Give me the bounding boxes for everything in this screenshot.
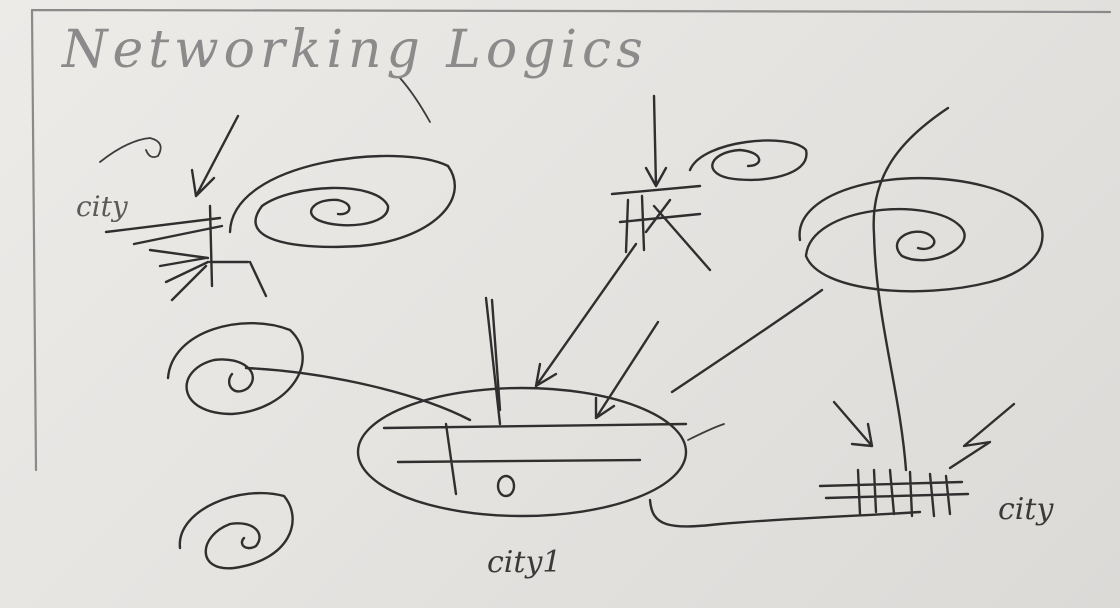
central-antenna-icon xyxy=(486,298,500,424)
title-hook-stroke xyxy=(400,78,430,122)
left-city-arrow-icon xyxy=(192,116,238,196)
link-line xyxy=(246,368,470,420)
central-node-circle-icon xyxy=(498,476,514,496)
diagram-title: Networking Logics xyxy=(62,20,648,80)
hub-arrow-icon xyxy=(646,96,666,186)
central-city-node xyxy=(358,388,686,516)
link-line xyxy=(688,424,724,440)
left-city-swirl-icon xyxy=(100,138,161,162)
lightning-icon xyxy=(950,404,1014,468)
spiral-cloud-icon xyxy=(168,323,303,414)
right-city-arrow-icon xyxy=(834,402,872,446)
link-line xyxy=(672,290,822,392)
spiral-cloud-icon xyxy=(180,493,293,568)
link-arrow-icon xyxy=(536,244,636,386)
city-label-center: city1 xyxy=(487,545,562,580)
link-line xyxy=(650,500,920,526)
city-label-right: city xyxy=(998,492,1053,527)
left-city-node-icon xyxy=(106,206,266,300)
right-city-node-icon xyxy=(820,470,968,516)
city-label-left: city xyxy=(76,190,128,223)
spiral-cloud-icon xyxy=(800,178,1043,291)
spiral-cloud-icon xyxy=(230,156,455,247)
central-node-lines xyxy=(384,424,686,494)
spiral-cloud-icon xyxy=(690,140,806,179)
